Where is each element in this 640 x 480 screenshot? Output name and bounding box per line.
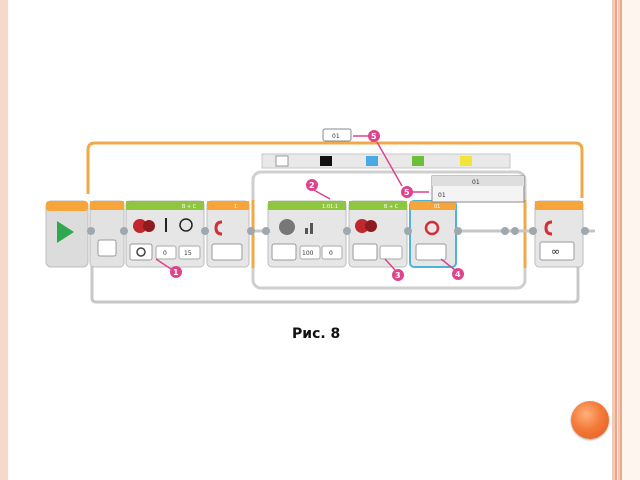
port-label: 01 (332, 133, 340, 140)
svg-text:1: 1 (173, 268, 179, 277)
loop-interrupt-block[interactable]: 1 (206, 200, 250, 268)
mode-icon (136, 247, 146, 257)
motor-icon (143, 220, 155, 232)
move-block-1[interactable]: B + C 0 15 (125, 200, 205, 268)
sensor-header: 1:01:1 (322, 204, 338, 210)
loop-icon (97, 239, 117, 257)
dropdown-header: 01 (472, 179, 480, 186)
param-field[interactable] (321, 245, 343, 260)
motor-icon (355, 219, 369, 233)
loop-frame (90, 210, 580, 304)
timer-icon (179, 218, 193, 232)
border-line (620, 0, 622, 480)
wait-block[interactable]: 01 (409, 200, 457, 268)
slide-border-left (0, 0, 8, 480)
slide-border-right (612, 0, 640, 480)
port (404, 227, 412, 235)
motor-icon (365, 220, 377, 232)
infinity-glyph: ∞ (551, 245, 560, 258)
param-value: 0 (163, 250, 167, 257)
mode-selector[interactable] (211, 243, 243, 261)
loop-wire (86, 141, 584, 198)
infinity-icon[interactable] (539, 241, 575, 261)
dropdown-option[interactable]: 01 (438, 192, 446, 199)
loop-interrupt-icon (214, 220, 223, 236)
annotation-arrows (155, 135, 456, 271)
case-no-color[interactable] (275, 155, 289, 167)
wait-header: 01 (434, 204, 440, 210)
mode-selector[interactable] (271, 243, 297, 261)
port (581, 227, 589, 235)
port-selector[interactable]: 01 (322, 128, 352, 142)
port (262, 227, 270, 235)
loop-start-block[interactable] (89, 200, 125, 268)
param-value: 100 (302, 250, 314, 257)
marker-2: 2 (306, 179, 318, 191)
move-block-2[interactable]: B + C (348, 200, 408, 268)
marker-4: 4 (452, 268, 464, 280)
port (501, 227, 509, 235)
loop-end-icon (544, 220, 553, 236)
bars-icon (310, 223, 313, 234)
loop-end-block[interactable]: ∞ (534, 200, 584, 268)
svg-text:2: 2 (309, 181, 315, 190)
port (87, 227, 95, 235)
sensor-icon (279, 219, 295, 235)
marker-5-b: 5 (401, 186, 413, 198)
wait-icon (424, 220, 440, 236)
svg-text:5: 5 (404, 188, 410, 197)
svg-text:3: 3 (395, 271, 401, 280)
figure-caption: Рис. 8 (292, 326, 341, 342)
marker-1: 1 (170, 266, 182, 278)
port-dropdown[interactable]: 01 01 (431, 175, 525, 203)
port (201, 227, 209, 235)
param-field[interactable] (379, 245, 403, 260)
param-value: 0 (329, 250, 333, 257)
param-field[interactable] (178, 245, 201, 260)
play-start-icon[interactable] (57, 221, 74, 243)
loop-switch-header: 1 (234, 204, 237, 210)
border-line (615, 0, 617, 480)
case-green[interactable] (412, 156, 424, 166)
port (511, 227, 519, 235)
start-block[interactable] (45, 200, 89, 268)
sensor-block[interactable]: 1:01:1 100 0 (267, 200, 347, 268)
mode-selector[interactable] (129, 243, 153, 261)
marker-3: 3 (392, 269, 404, 281)
port (343, 227, 351, 235)
case-yellow[interactable] (460, 156, 472, 166)
port (529, 227, 537, 235)
switch-case-tabs[interactable] (261, 153, 511, 169)
motor-icon (133, 219, 147, 233)
bars-icon (305, 228, 308, 234)
mode-selector[interactable] (352, 243, 378, 261)
port (247, 227, 255, 235)
case-blue[interactable] (366, 156, 378, 166)
connector-ports (87, 227, 589, 235)
param-value: 15 (184, 250, 192, 257)
case-black[interactable] (320, 156, 332, 166)
param-field[interactable] (299, 245, 321, 260)
svg-text:4: 4 (455, 270, 461, 279)
slide-decoration-orb (571, 401, 609, 439)
mode-selector[interactable] (415, 243, 447, 261)
marker-5: 5 (368, 130, 380, 142)
svg-text:5: 5 (371, 132, 377, 141)
move1-header: B + C (182, 204, 197, 210)
move2-header: B + C (384, 204, 399, 210)
port (454, 227, 462, 235)
port (120, 227, 128, 235)
param-field[interactable] (155, 245, 177, 260)
